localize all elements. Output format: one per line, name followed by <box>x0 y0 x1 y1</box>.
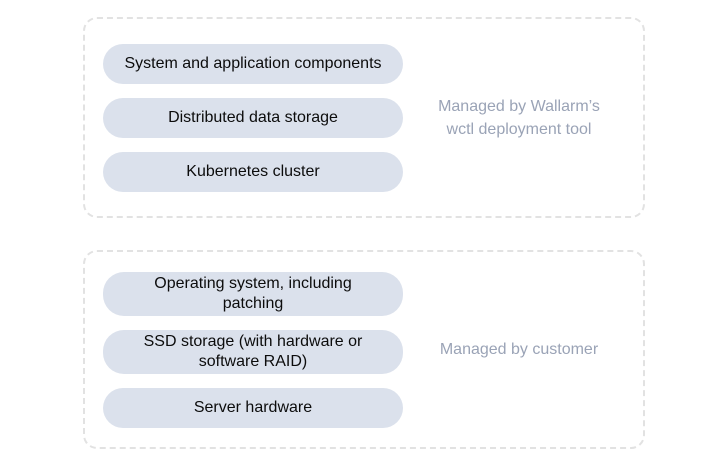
group-wallarm-managed: System and application components Distri… <box>83 17 645 218</box>
diagram-node: System and application components <box>103 43 403 84</box>
diagram-node: Operating system, including patching <box>103 271 403 316</box>
diagram-node: Server hardware <box>103 387 403 428</box>
diagram-node: Distributed data storage <box>103 97 403 138</box>
diagram-node: Kubernetes cluster <box>103 151 403 192</box>
group-label: Managed by Wallarm’s wctl deployment too… <box>438 97 600 138</box>
group-label: Managed by customer <box>439 341 599 358</box>
diagram-node: SSD storage (with hardware or software R… <box>103 329 403 374</box>
node-list: Operating system, including patching SSD… <box>103 271 403 428</box>
group-customer-managed: Operating system, including patching SSD… <box>83 250 645 449</box>
node-list: System and application components Distri… <box>103 43 403 192</box>
